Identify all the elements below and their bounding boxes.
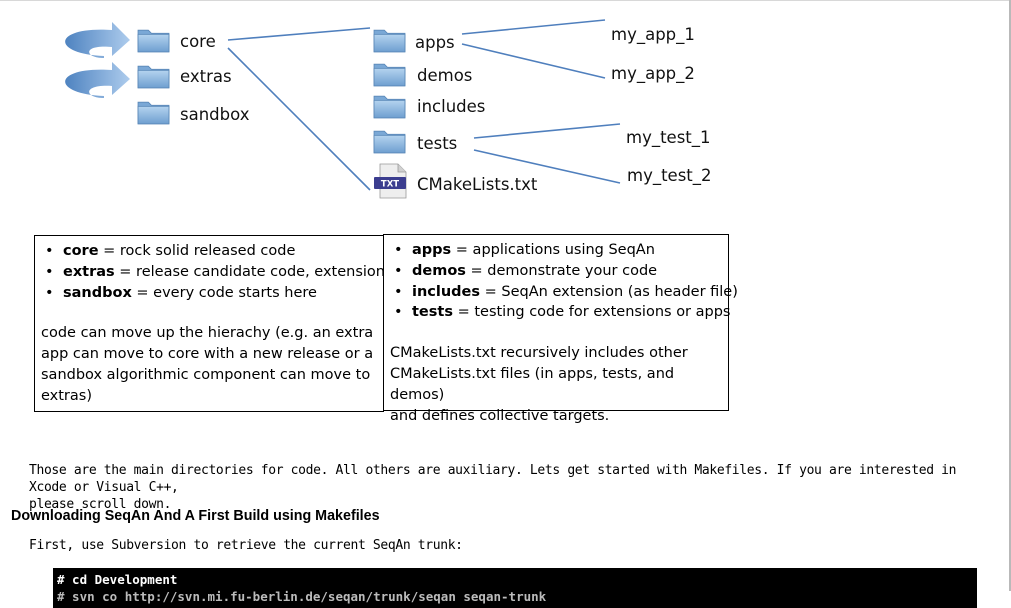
arrow-extras-to-core bbox=[65, 22, 130, 58]
list-item: includes = SeqAn extension (as header fi… bbox=[390, 282, 738, 303]
label-extras: extras bbox=[180, 67, 232, 86]
label-apps: apps bbox=[415, 33, 455, 52]
label-my-app-2: my_app_2 bbox=[611, 64, 695, 84]
arrow-sandbox-to-extras bbox=[65, 62, 130, 98]
txt-file-icon: TXT bbox=[374, 163, 407, 199]
list-item: core = rock solid released code bbox=[41, 241, 383, 262]
folder-core-icon bbox=[137, 29, 170, 53]
folder-sandbox-icon bbox=[137, 101, 170, 125]
label-cmakelists: CMakeLists.txt bbox=[417, 175, 538, 194]
top-level-description-box: core = rock solid released code extras =… bbox=[34, 235, 393, 412]
txt-badge: TXT bbox=[381, 180, 399, 190]
line-tests-mytest1 bbox=[473, 123, 621, 139]
cmakelists-note: CMakeLists.txt recursively includes othe… bbox=[390, 345, 688, 424]
section-heading: Downloading SeqAn And A First Build usin… bbox=[11, 508, 380, 524]
list-item: apps = applications using SeqAn bbox=[390, 240, 728, 261]
intro-paragraph: Those are the main directories for code.… bbox=[29, 463, 957, 512]
core-children-description-box: apps = applications using SeqAn demos = … bbox=[383, 234, 738, 424]
code-block[interactable]: # cd Development # svn co http://svn.mi.… bbox=[53, 568, 977, 608]
list-item: tests = testing code for extensions or a… bbox=[390, 302, 730, 323]
label-includes: includes bbox=[417, 97, 485, 116]
folder-includes-icon bbox=[373, 95, 406, 119]
folder-tests-icon bbox=[373, 130, 406, 154]
connector-lines bbox=[227, 19, 621, 191]
line-core-apps bbox=[227, 27, 371, 41]
folder-extras-icon bbox=[137, 65, 170, 89]
line-apps-myapp1 bbox=[461, 19, 606, 35]
window-edge bbox=[1009, 0, 1011, 591]
label-my-app-1: my_app_1 bbox=[611, 25, 695, 45]
line-core-cmakelists bbox=[227, 47, 371, 191]
label-my-test-1: my_test_1 bbox=[626, 128, 711, 148]
folder-demos-icon bbox=[373, 63, 406, 87]
label-sandbox: sandbox bbox=[180, 105, 250, 124]
top-level-list: core = rock solid released code extras =… bbox=[41, 241, 393, 304]
folder-apps-icon bbox=[373, 29, 406, 53]
label-my-test-2: my_test_2 bbox=[627, 166, 712, 186]
line-apps-myapp2 bbox=[461, 43, 606, 79]
code-line: # cd Development bbox=[57, 572, 178, 587]
directory-diagram: core extras sandbox apps demos includes … bbox=[65, 19, 712, 199]
hierarchy-note: code can move up the hierachy (e.g. an e… bbox=[41, 325, 374, 404]
list-item: demos = demonstrate your code bbox=[390, 261, 728, 282]
core-children-list: apps = applications using SeqAn demos = … bbox=[390, 240, 738, 323]
label-demos: demos bbox=[417, 66, 472, 85]
label-core: core bbox=[180, 32, 216, 51]
list-item: sandbox = every code starts here bbox=[41, 283, 383, 304]
label-tests: tests bbox=[417, 134, 457, 153]
page-top-border bbox=[0, 0, 1011, 1]
promotion-arrows bbox=[65, 22, 130, 98]
line-tests-mytest2 bbox=[473, 149, 621, 184]
step-text: First, use Subversion to retrieve the cu… bbox=[29, 538, 463, 553]
list-item: extras = release candidate code, extensi… bbox=[41, 262, 393, 283]
